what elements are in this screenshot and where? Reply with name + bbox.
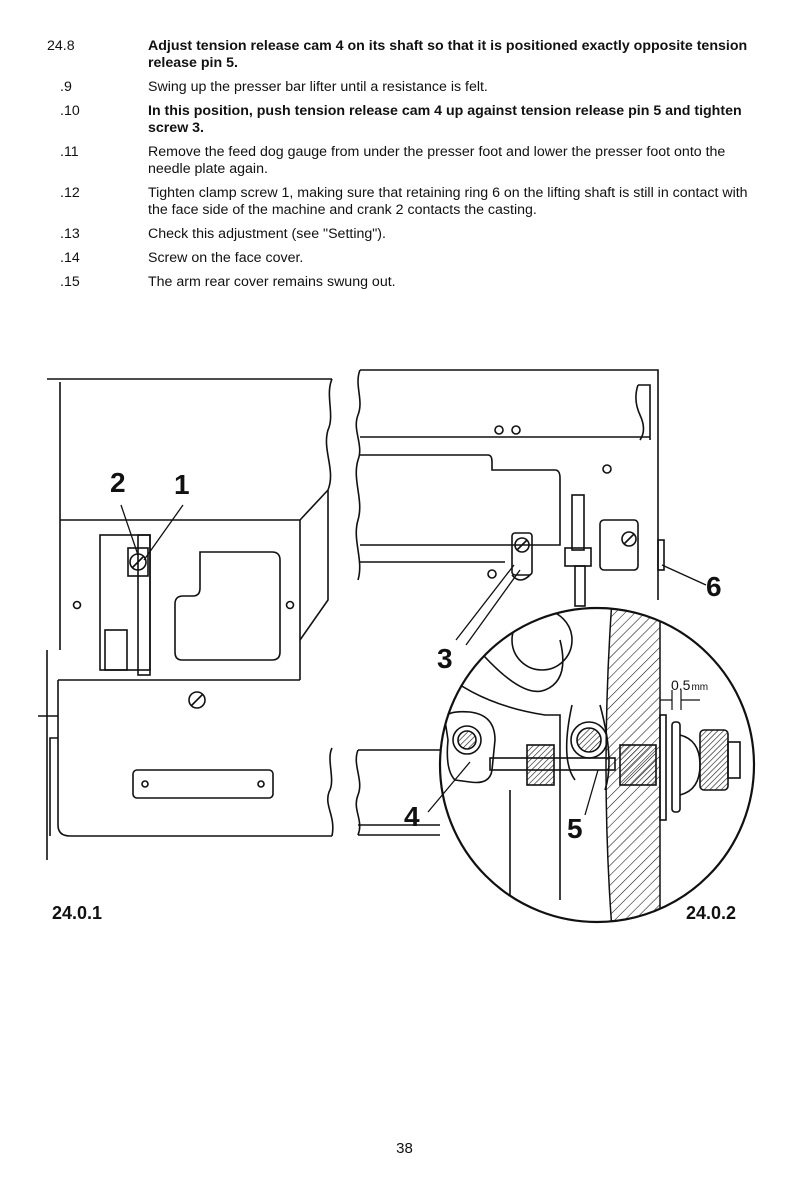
step-text: Swing up the presser bar lifter until a … [148, 79, 488, 95]
step-number: .14 [60, 250, 80, 266]
step-text: Screw on the face cover. [148, 250, 304, 266]
callout-1: 1 [174, 469, 190, 500]
figure-24-0-2-drawing [355, 369, 707, 836]
step-text: Check this adjustment (see "Setting"). [148, 226, 386, 242]
step-9: .9 Swing up the presser bar lifter until… [0, 79, 809, 96]
zoom-detail [427, 606, 756, 924]
step-11: .11 Remove the feed dog gauge from under… [0, 144, 809, 178]
step-number: .10 [60, 103, 80, 119]
step-number: .15 [60, 274, 80, 290]
dimension-value: 0.5mm [671, 677, 708, 693]
step-number: .11 [60, 144, 79, 160]
callout-3: 3 [437, 643, 453, 674]
step-number: .9 [60, 79, 72, 95]
step-13: .13 Check this adjustment (see "Setting"… [0, 226, 809, 243]
figure-caption-24-0-2: 24.0.2 [686, 903, 737, 923]
figure-caption-24-0-1: 24.0.1 [52, 903, 103, 923]
step-text: Tighten clamp screw 1, making sure that … [148, 185, 748, 218]
step-12: .12 Tighten clamp screw 1, making sure t… [0, 185, 809, 219]
page-number: 38 [396, 1140, 413, 1157]
step-text: In this position, push tension release c… [148, 103, 742, 136]
step-number: .13 [60, 226, 80, 242]
step-15: .15 The arm rear cover remains swung out… [0, 274, 809, 291]
callout-6: 6 [706, 571, 722, 602]
instruction-list: 24.8 Adjust tension release cam 4 on its… [0, 38, 809, 298]
step-text: Remove the feed dog gauge from under the… [148, 144, 726, 177]
callout-5: 5 [567, 813, 583, 844]
step-text: The arm rear cover remains swung out. [148, 274, 396, 290]
step-number: .12 [60, 185, 80, 201]
callout-2: 2 [110, 467, 126, 498]
callout-4: 4 [404, 801, 420, 832]
step-text: Adjust tension release cam 4 on its shaf… [148, 38, 748, 71]
step-14: .14 Screw on the face cover. [0, 250, 809, 267]
step-10: .10 In this position, push tension relea… [0, 103, 809, 137]
step-24-8: 24.8 Adjust tension release cam 4 on its… [0, 38, 809, 72]
step-number: 24.8 [47, 38, 75, 54]
figure-24-0-1-drawing [38, 378, 334, 860]
